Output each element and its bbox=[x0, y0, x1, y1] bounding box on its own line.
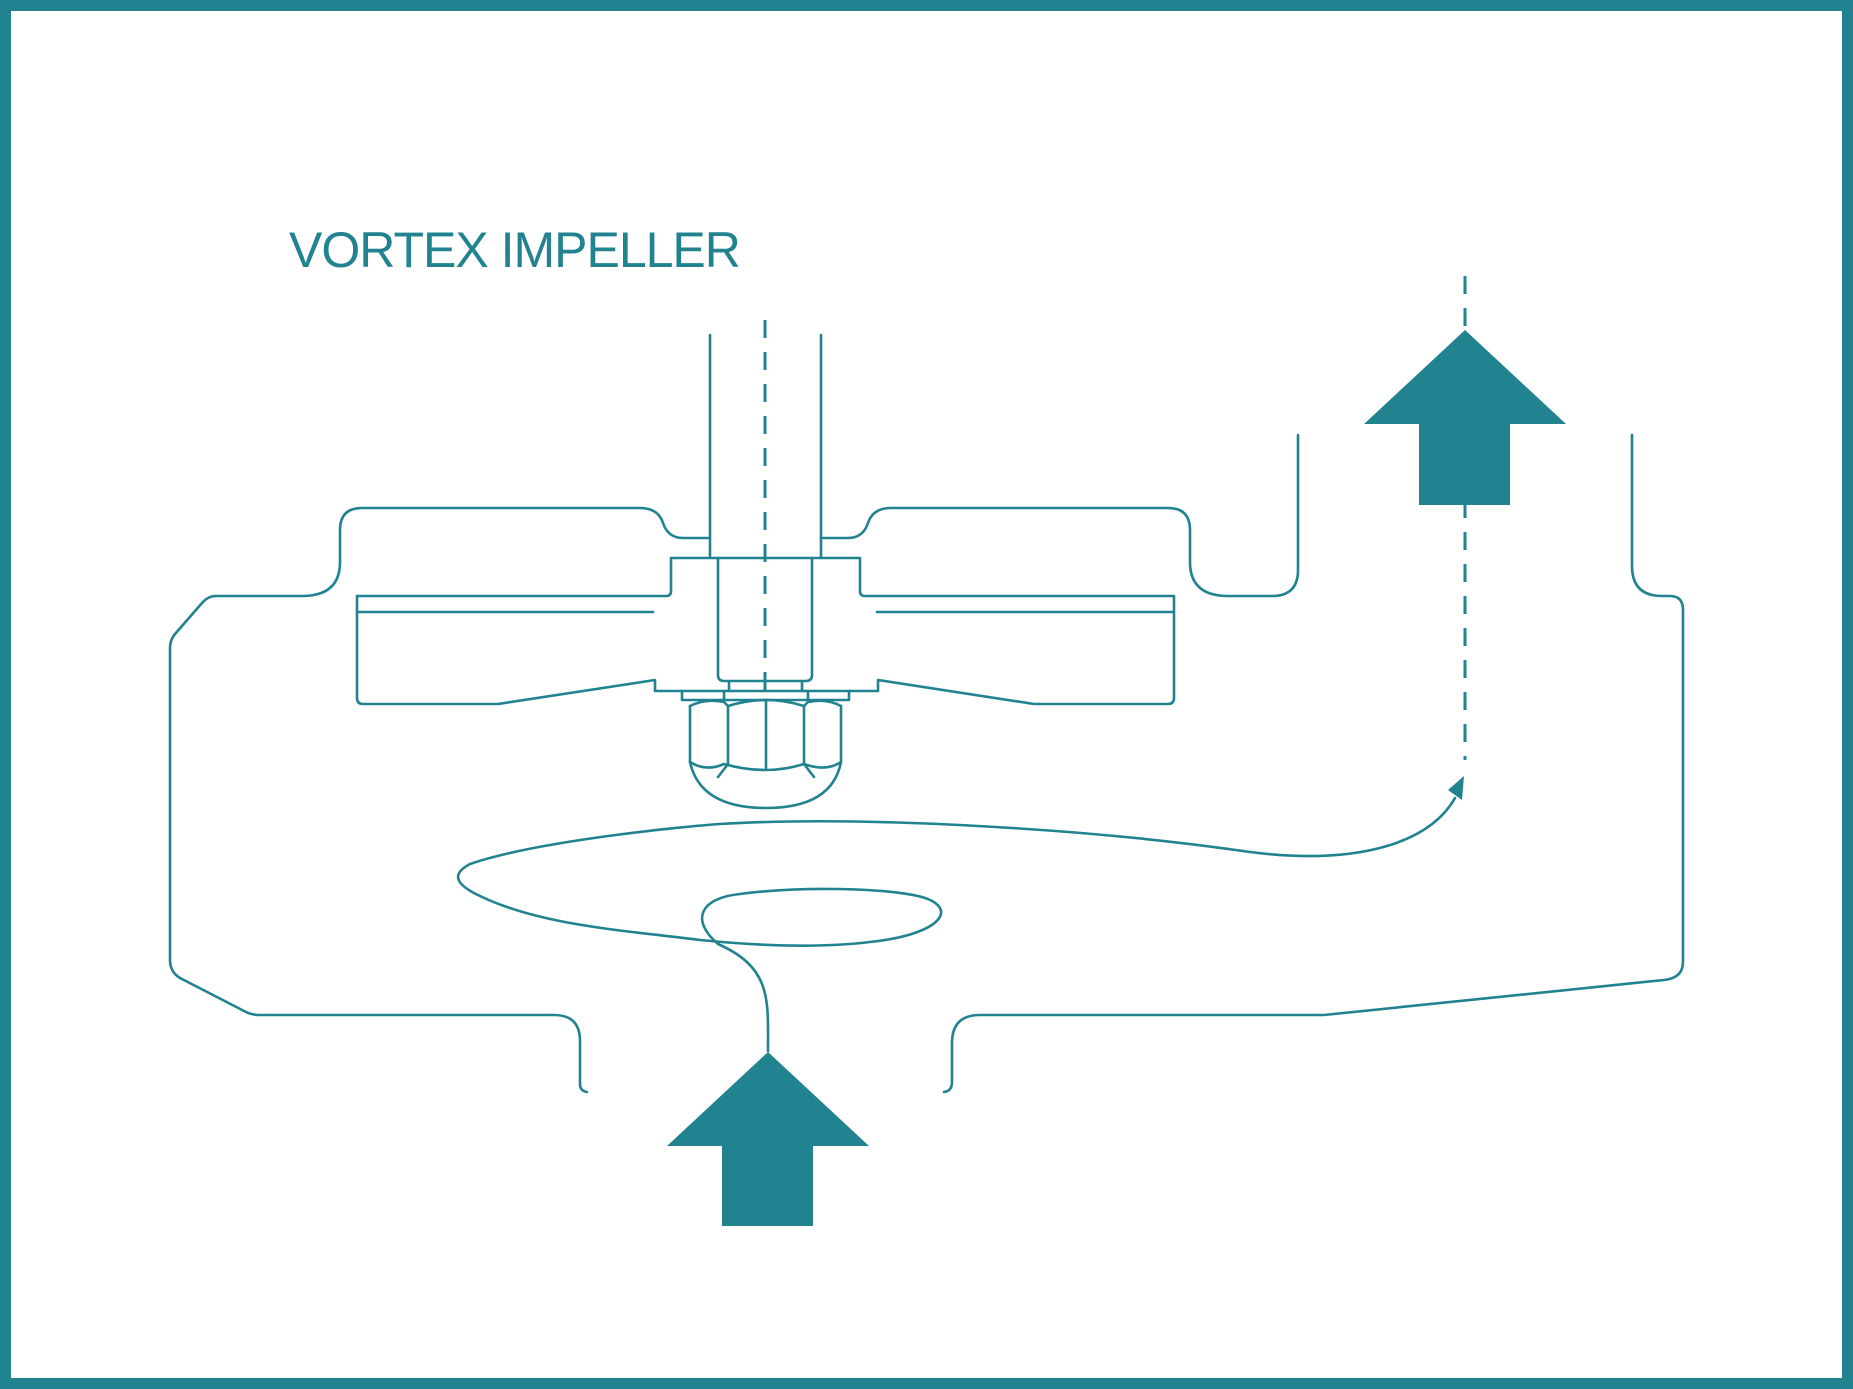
flow-arrow-head bbox=[1448, 776, 1464, 800]
pump-casing bbox=[168, 433, 1685, 1094]
vortex-flow-path bbox=[456, 776, 1464, 1053]
impeller bbox=[355, 556, 1176, 706]
diagram-title: VORTEX IMPELLER bbox=[289, 222, 741, 278]
impeller-nut bbox=[680, 689, 851, 810]
outlet-flow-arrow bbox=[1364, 330, 1566, 505]
shaft bbox=[708, 320, 823, 690]
inlet-flow-arrow bbox=[667, 1052, 869, 1226]
